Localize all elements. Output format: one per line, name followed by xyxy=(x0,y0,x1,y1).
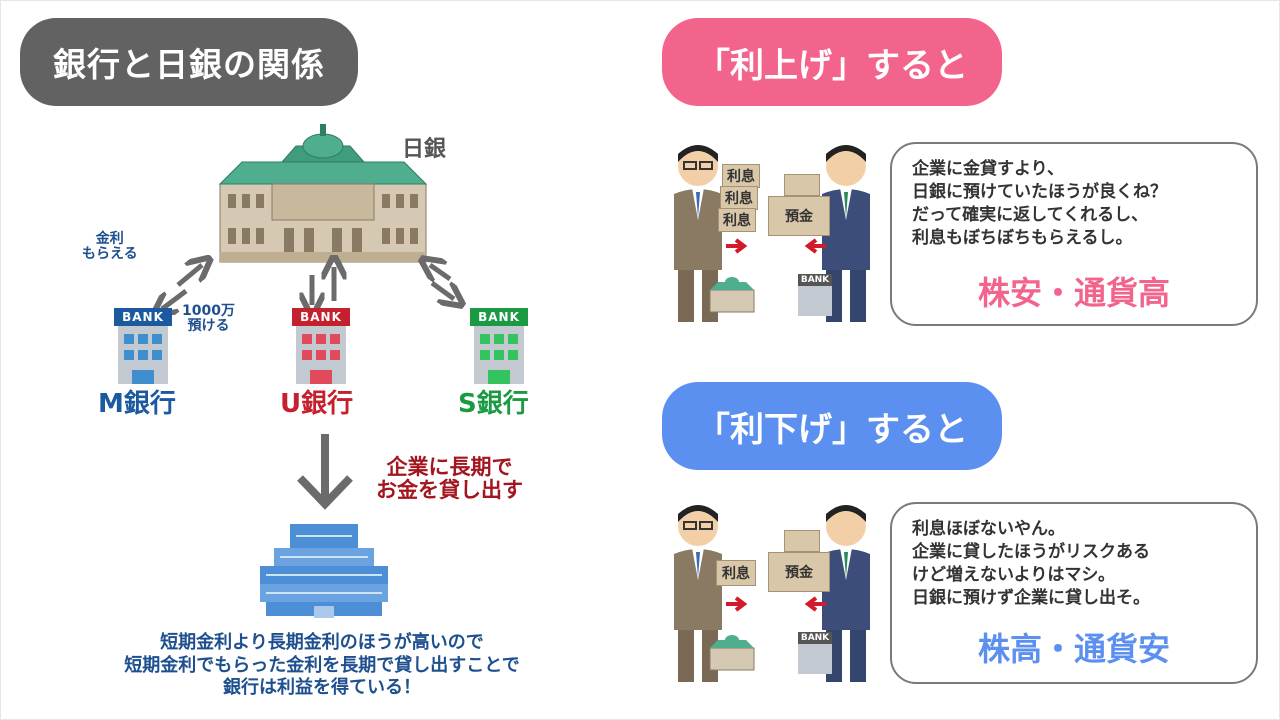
deposit-stack xyxy=(784,530,820,552)
boj-label: 日銀 xyxy=(402,137,447,162)
banker-right-figure xyxy=(822,505,870,682)
interest-box: 利息 xyxy=(718,208,756,232)
bank-building-s: BANK xyxy=(470,308,528,384)
exchange-arrows xyxy=(726,238,826,254)
bank-mini-icon: BANK xyxy=(798,632,832,674)
bank-facade xyxy=(474,326,524,384)
boj-mini-icon xyxy=(709,635,755,671)
rate-up-speech-text: 企業に金貸すより、 日銀に預けていたほうが良くね？ だって確実に返してくれるし、… xyxy=(912,159,1167,248)
bank-mini-facade xyxy=(798,644,832,674)
rate-up-result: 株安・通貨高 xyxy=(977,274,1170,312)
footer-explanation: 短期金利より長期金利のほうが高いので 短期金利でもらった金利を長期で貸し出すこと… xyxy=(124,632,520,698)
bank-sign: BANK xyxy=(292,308,350,326)
company-building-illustration xyxy=(260,524,388,618)
arrows-boj-banks xyxy=(140,255,500,315)
bank-facade xyxy=(118,326,168,384)
bank-name-m: M銀行 xyxy=(98,389,176,419)
deposit-stack xyxy=(784,174,820,196)
bank-mini-icon: BANK xyxy=(798,274,832,316)
deposit-box: 預金 xyxy=(768,196,830,236)
arrow-down-to-company xyxy=(297,434,353,510)
interest-box: 利息 xyxy=(722,164,760,188)
rate-down-result: 株高・通貨安 xyxy=(977,630,1170,668)
bank-name-u: U銀行 xyxy=(280,389,354,419)
exchange-arrows xyxy=(726,596,826,612)
bank-facade xyxy=(296,326,346,384)
boj-building-illustration xyxy=(218,124,428,263)
section-title-rate-down: 「利下げ」すると xyxy=(662,382,1002,470)
bank-building-m: BANK xyxy=(114,308,172,384)
bank-mini-facade xyxy=(798,286,832,316)
section-title-relationship: 銀行と日銀の関係 xyxy=(20,18,358,106)
interest-box: 利息 xyxy=(720,186,758,210)
interest-received-label: 金利 もらえる xyxy=(82,231,138,263)
bank-sign: BANK xyxy=(114,308,172,326)
bank-building-u: BANK xyxy=(292,308,350,384)
rate-up-speech-bubble: 企業に金貸すより、 日銀に預けていたほうが良くね？ だって確実に返してくれるし、… xyxy=(890,142,1258,326)
deposit-box: 預金 xyxy=(768,552,830,592)
deposit-amount-label: 1000万 預ける xyxy=(182,303,235,335)
rate-down-speech-text: 利息ほぼないやん。 企業に貸したほうがリスクある けど増えないよりはマシ。 日銀… xyxy=(912,519,1150,608)
boj-mini-icon xyxy=(709,277,755,313)
section-title-rate-up: 「利上げ」すると xyxy=(662,18,1002,106)
bank-mini-sign: BANK xyxy=(798,274,832,286)
rate-down-speech-bubble: 利息ほぼないやん。 企業に貸したほうがリスクある けど増えないよりはマシ。 日銀… xyxy=(890,502,1258,684)
banker-right-figure xyxy=(822,145,870,322)
rate-down-scene: 利息 預金 BANK xyxy=(668,500,888,686)
bank-sign: BANK xyxy=(470,308,528,326)
rate-up-scene: 利息 利息 利息 預金 BANK xyxy=(668,140,888,326)
interest-box: 利息 xyxy=(716,560,756,586)
bank-name-s: S銀行 xyxy=(458,389,529,419)
bank-mini-sign: BANK xyxy=(798,632,832,644)
lend-long-term-label: 企業に長期で お金を貸し出す xyxy=(376,455,523,503)
